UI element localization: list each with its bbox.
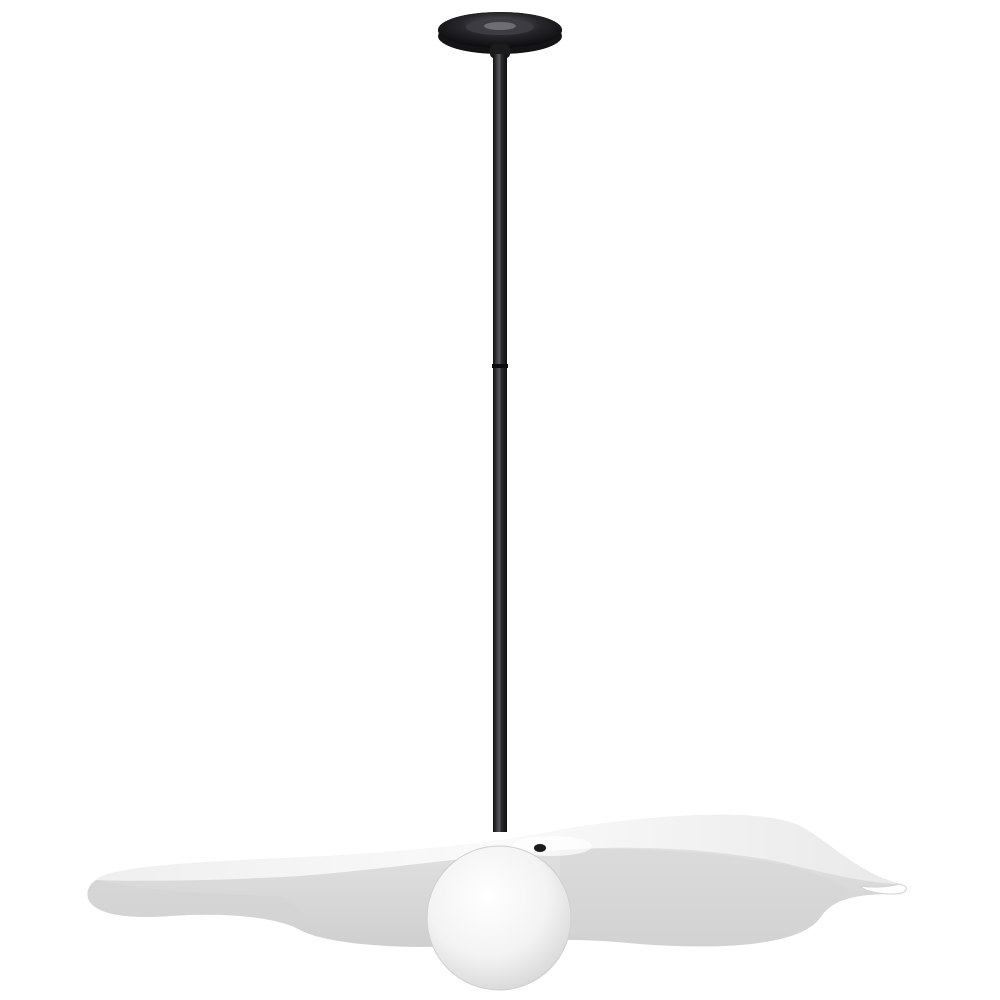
downrod xyxy=(492,54,508,832)
glass-globe xyxy=(426,845,572,991)
ceiling-canopy xyxy=(438,12,562,58)
socket xyxy=(534,844,546,852)
